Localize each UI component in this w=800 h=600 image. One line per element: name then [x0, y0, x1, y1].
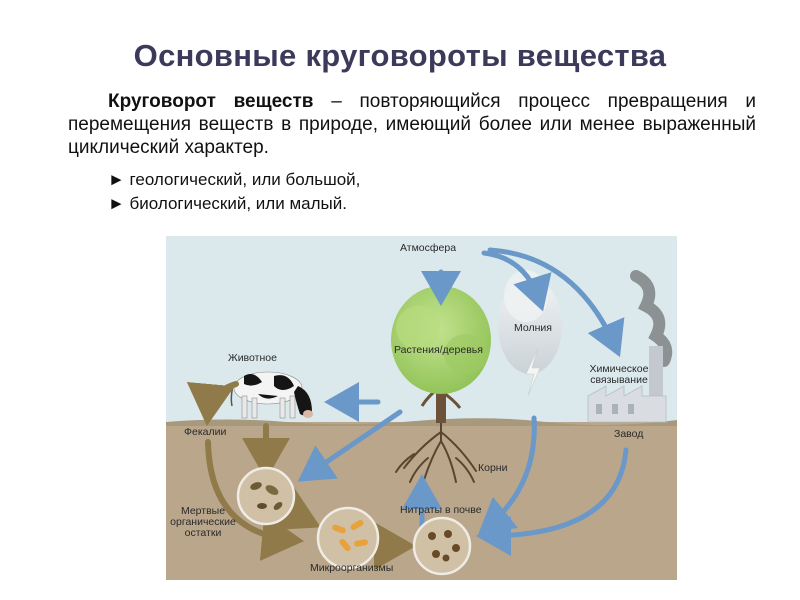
blue-arrows — [297, 247, 629, 556]
page-title: Основные круговороты вещества — [133, 38, 667, 73]
ground-line — [166, 418, 677, 426]
label-animal: Животное — [228, 352, 277, 364]
arrow-atmosphere-fixation — [487, 247, 625, 358]
arrow-atmosphere-lightning — [481, 250, 552, 312]
lightning-bolt-icon — [525, 347, 541, 397]
dead-remains-circle — [236, 466, 296, 526]
label-roots: Корни — [478, 462, 508, 474]
microorganisms-circle — [316, 506, 380, 570]
diagram-canvas — [166, 236, 677, 580]
term-cycle: Круговорот веществ — [108, 91, 314, 112]
bullet-biological: ► биологический, или малый. — [108, 194, 347, 213]
arrow-feces-micro — [205, 439, 304, 561]
intro-paragraph: Круговорот веществ – повторяющийся проце… — [68, 90, 756, 159]
arrow-dead-micro — [272, 487, 321, 531]
bullet-geological: ► геологический, или большой, — [108, 170, 361, 189]
label-lightning: Молния — [514, 322, 552, 334]
label-atmosphere: Атмосфера — [400, 242, 457, 254]
cow-icon — [230, 371, 313, 419]
tree-icon — [391, 286, 491, 423]
cycle-diagram: Атмосфера Молния Растения/деревья Животн… — [166, 236, 677, 580]
definition-text: – повторяющийся процесс превращения и пе… — [68, 91, 756, 158]
label-factory: Завод — [614, 428, 644, 440]
label-feces: Фекалии — [184, 426, 227, 438]
label-plants: Растения/деревья — [394, 344, 483, 356]
brown-arrows — [186, 381, 416, 570]
nitrates-circle — [412, 516, 472, 576]
factory-icon — [587, 270, 673, 423]
arrow-plants-dead — [297, 409, 403, 482]
label-nitrates: Нитраты в почве — [400, 504, 482, 516]
arrow-animal-feces — [186, 381, 239, 426]
label-microorganisms: Микроорганизмы — [310, 562, 394, 574]
arrow-factory-nitrates — [476, 447, 629, 556]
